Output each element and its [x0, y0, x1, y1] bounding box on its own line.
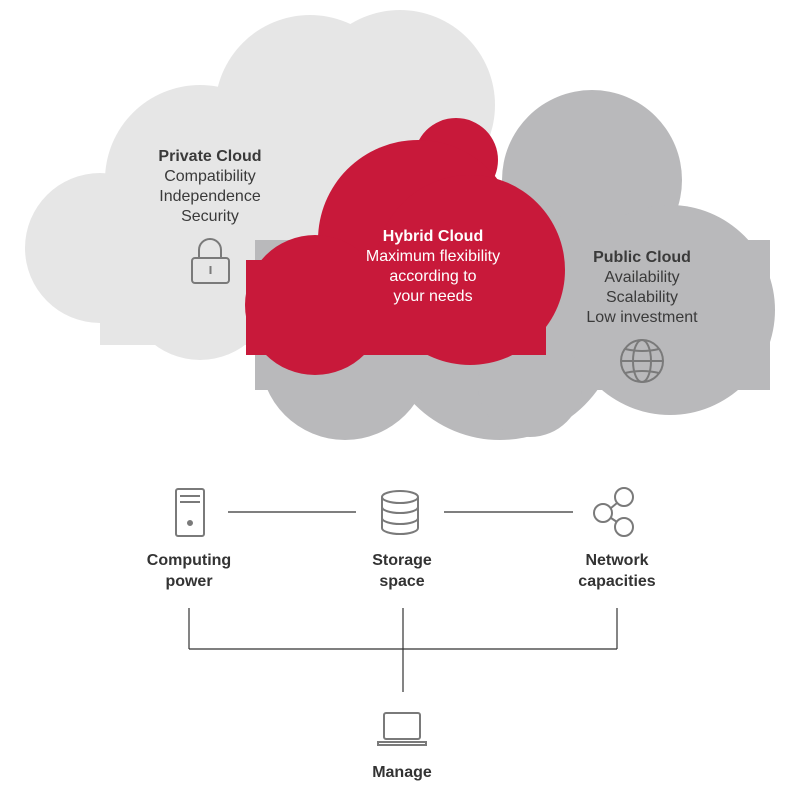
laptop-icon — [377, 712, 427, 746]
private-cloud-text: Private Cloud Compatibility Independence… — [110, 147, 310, 227]
network-capacities-line-1: Network — [585, 552, 649, 569]
network-capacities-label: Network capacities — [547, 550, 687, 592]
hybrid-cloud-line-2: according to — [389, 268, 477, 285]
hybrid-cloud-line-3: your needs — [393, 288, 473, 305]
computing-power-line-1: Computing — [146, 552, 232, 569]
hybrid-cloud-title: Hybrid Cloud — [382, 228, 484, 245]
hybrid-cloud-shape — [245, 118, 565, 375]
private-cloud-line-3: Security — [181, 208, 239, 225]
public-cloud-line-2: Scalability — [605, 289, 679, 306]
storage-space-line-2: space — [379, 573, 425, 590]
public-cloud-line-3: Low investment — [586, 309, 698, 326]
public-cloud-line-1: Availability — [604, 269, 680, 286]
manage-label: Manage — [372, 764, 432, 781]
private-cloud-line-2: Independence — [159, 188, 261, 205]
storage-space-label: Storage space — [332, 550, 472, 592]
lock-icon — [191, 238, 230, 284]
storage-space-line-1: Storage — [372, 552, 432, 569]
private-cloud-title: Private Cloud — [158, 148, 262, 165]
connector-lines — [188, 511, 618, 692]
share-icon — [593, 487, 634, 537]
hybrid-cloud-text: Hybrid Cloud Maximum flexibility accordi… — [333, 227, 533, 307]
hybrid-cloud-line-1: Maximum flexibility — [365, 248, 501, 265]
computing-power-line-2: power — [165, 573, 213, 590]
database-icon — [381, 490, 419, 535]
computing-power-label: Computing power — [119, 550, 259, 592]
public-cloud-title: Public Cloud — [593, 249, 691, 266]
private-cloud-line-1: Compatibility — [164, 168, 256, 185]
public-cloud-text: Public Cloud Availability Scalability Lo… — [542, 248, 742, 328]
globe-icon — [620, 339, 664, 383]
network-capacities-line-2: capacities — [578, 573, 656, 590]
server-icon — [175, 488, 205, 537]
